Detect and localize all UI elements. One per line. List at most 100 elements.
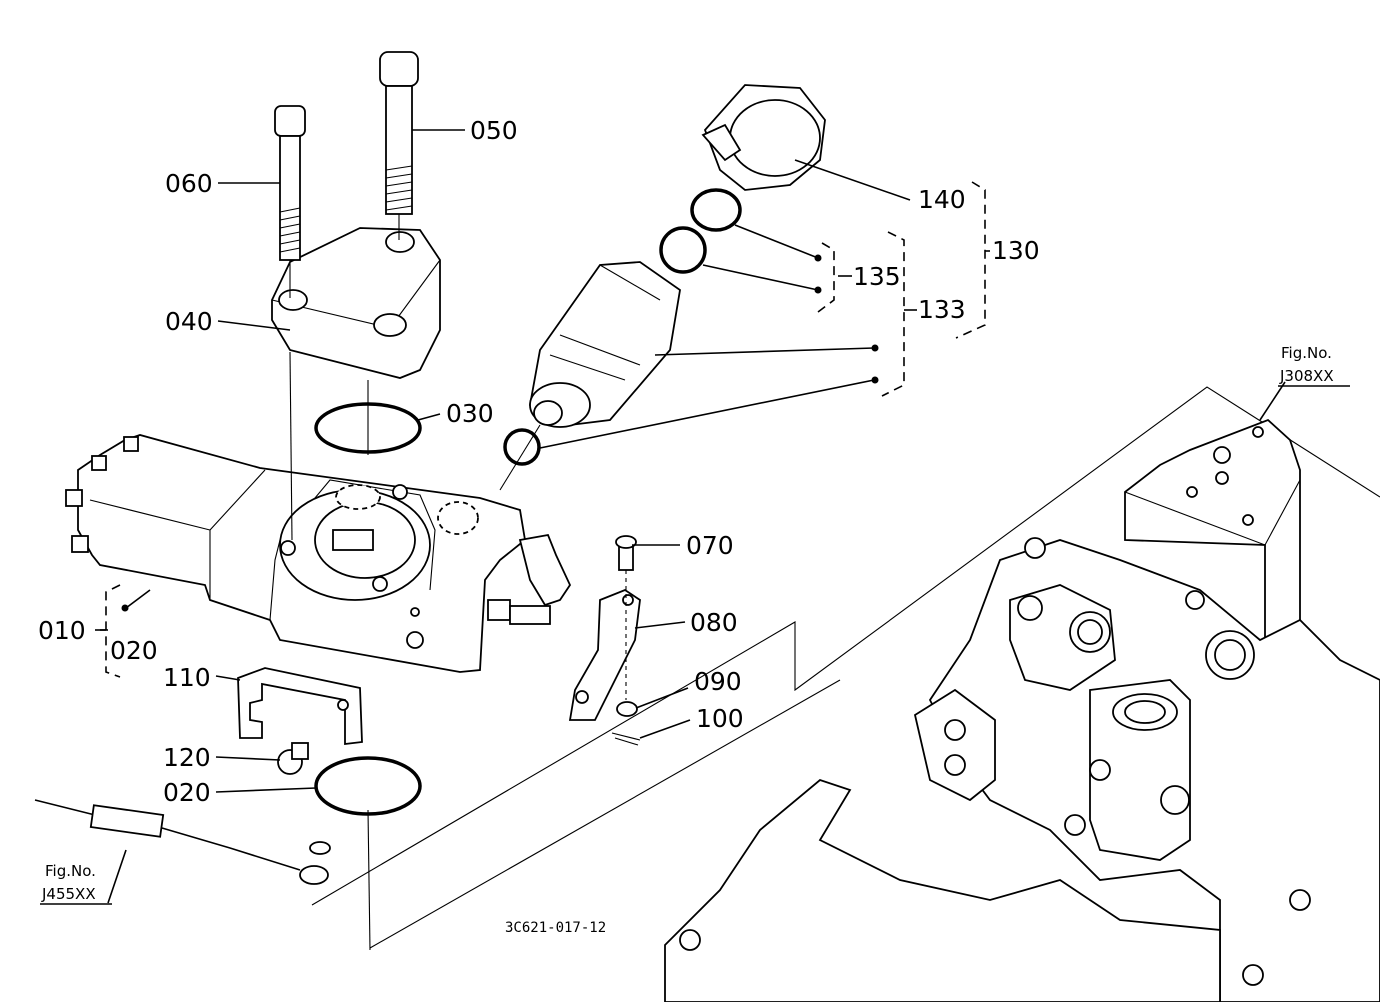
callout-labels: 060 050 040 030 010 020 110 120 020 070 … [38,116,1040,807]
valve-bolt-hole [372,576,388,592]
housing-hole [1242,514,1254,526]
lever-assembly [568,535,641,746]
dot-020a [121,604,129,612]
leader-030 [417,413,441,421]
dot-133b [871,376,879,384]
leader-090 [635,687,689,709]
washer-090 [616,701,638,717]
callout-010[interactable]: 010 [38,616,86,645]
cable-eye [299,865,329,885]
valve-edge [209,469,266,531]
leader-100 [639,719,691,739]
callout-135[interactable]: 135 [853,262,901,291]
bolt-head [274,105,306,137]
callout-030[interactable]: 030 [446,399,494,428]
lever-hole [622,594,634,606]
callout-020-a[interactable]: 020 [110,636,158,665]
housing-hole [1213,446,1231,464]
bracket-110 [237,667,363,746]
lever-hole [575,690,589,704]
port-hole [1089,759,1111,781]
leader-070 [634,621,686,629]
leader-120 [215,756,281,761]
callout-110[interactable]: 110 [163,663,211,692]
valve-bolt-hole [406,631,424,649]
cover-bolt-hole [278,289,308,311]
o-ring-133-small [503,428,541,466]
fig-ref-code[interactable]: J308XX [1279,367,1334,385]
control-cable [34,799,331,885]
bracket-135 [817,242,835,313]
housing-top-block [1124,418,1301,663]
callout-070[interactable]: 080 [690,608,738,637]
callout-040[interactable]: 040 [165,307,213,336]
figure-ref-right[interactable]: Fig.No. J308XX [1278,344,1350,387]
bracket-133 [881,231,905,397]
valve-small-hole [410,607,420,617]
flange-hole [944,719,966,741]
housing-hole [1252,426,1264,438]
housing-top-edge [1124,479,1301,546]
flange-hole [944,754,966,776]
cable-washer [309,841,331,855]
valve-nut [65,489,83,507]
cover-bolt-hole [373,313,407,337]
valve-flange [269,479,436,621]
cartridge-grooves [549,264,661,381]
housing-assembly [311,386,1380,1002]
leader-135a [734,224,819,259]
dot-135b [814,286,822,294]
port-hole-inner [1214,639,1246,671]
bracket-hole [337,699,349,711]
callout-060[interactable]: 060 [165,169,213,198]
cover-plate [271,227,441,379]
callout-130[interactable]: 130 [992,236,1040,265]
bolt-060 [274,105,306,298]
housing-hole [1215,471,1229,485]
bolt-shank [279,135,301,261]
cartridge-valve-133 [503,188,742,466]
cotter-pin-100 [611,732,641,746]
port-hole [1185,590,1205,610]
port-hole-inner [1124,700,1166,724]
valve-hidden-port [335,484,381,510]
callout-090[interactable]: 090 [694,667,742,696]
figure-ref-left[interactable]: Fig.No. J455XX [40,862,112,905]
valve-nut [91,455,107,471]
callout-080[interactable]: 070 [686,531,734,560]
fig-ref-code[interactable]: J455XX [41,885,96,903]
axis-line [499,424,541,491]
leader-010b [125,589,151,609]
fig-ref-label: Fig.No. [1281,344,1332,362]
leader-lines [95,129,1286,951]
port-hole [1017,595,1043,621]
cover-bolt-hole [385,231,415,253]
bolt-shank [385,85,413,215]
bolt-thread [385,165,413,211]
plug-hex [291,742,309,760]
cable-fitting [89,804,165,838]
bolt-head [379,51,419,87]
leader-133a [654,347,875,356]
callout-020-b[interactable]: 020 [163,778,211,807]
housing-base-plate [664,778,1221,1002]
callout-120[interactable]: 120 [163,743,211,772]
valve-bolt-hole [280,540,296,556]
valve-nut [123,436,139,452]
dot-135a [814,254,822,262]
o-ring-020 [314,756,422,816]
valve-port-slot [332,529,374,551]
callout-133[interactable]: 133 [918,295,966,324]
bolt-050 [379,51,419,240]
callout-100[interactable]: 100 [696,704,744,733]
callout-050[interactable]: 050 [470,116,518,145]
pin-080-head [615,535,637,549]
housing-hole [1186,486,1198,498]
leader-040 [217,320,291,331]
port-hole-inner [1077,619,1103,645]
leader-135b [702,264,819,291]
axis-line [367,809,371,951]
lever-070 [568,588,641,721]
callout-140[interactable]: 140 [918,185,966,214]
valve-hidden-port [437,501,479,535]
